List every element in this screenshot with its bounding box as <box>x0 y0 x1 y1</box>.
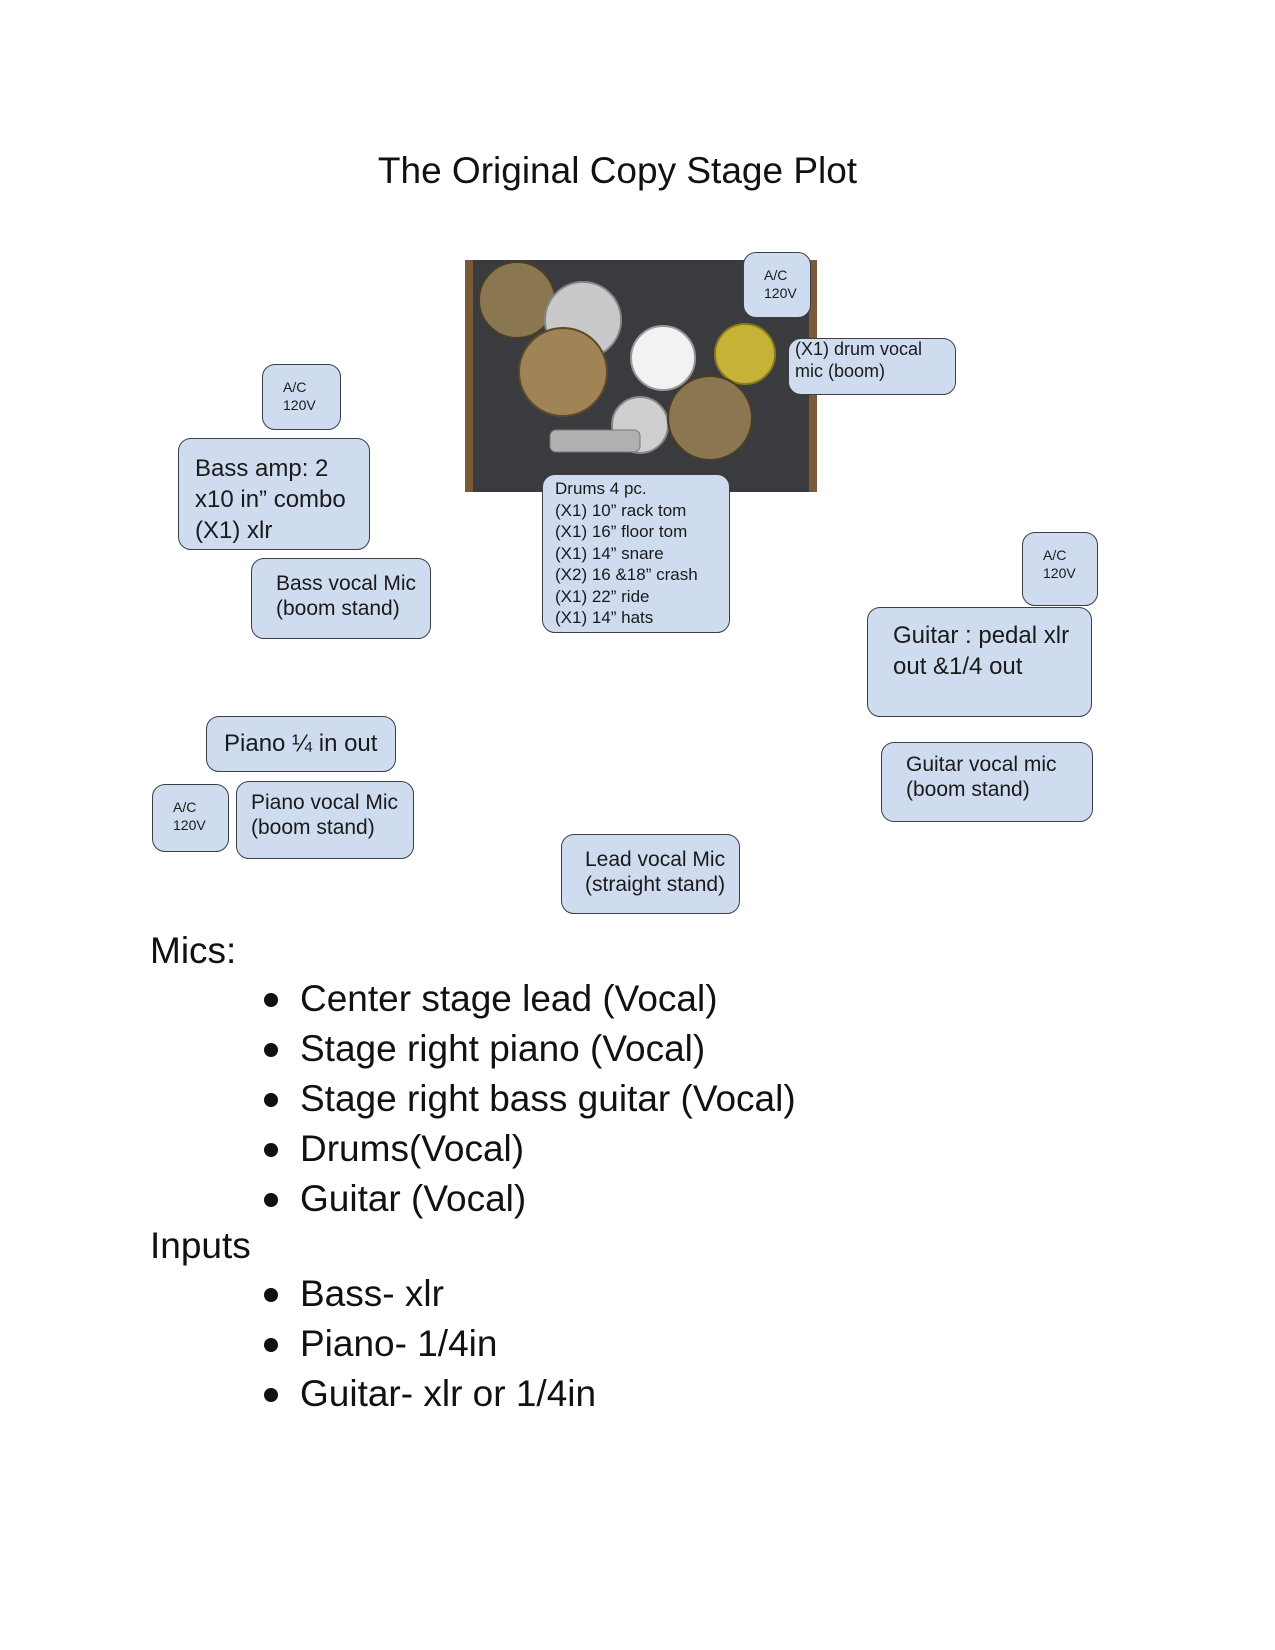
list-item: Drums(Vocal) <box>258 1124 796 1174</box>
drums-box: Drums 4 pc. (X1) 10” rack tom (X1) 16” f… <box>542 474 730 633</box>
inputs-heading: Inputs <box>150 1225 251 1266</box>
bass-vocal-mic-box: Bass vocal Mic (boom stand) <box>251 558 431 639</box>
bullet-icon <box>264 1193 278 1207</box>
drum-vocal-mic-box: (X1) drum vocal mic (boom) <box>788 338 956 395</box>
list-item: Stage right piano (Vocal) <box>258 1024 796 1074</box>
piano-out-box: Piano ¼ in out <box>206 716 396 772</box>
guitar-pedal-box: Guitar : pedal xlr out &1/4 out <box>867 607 1092 717</box>
list-item: Bass- xlr <box>258 1269 596 1319</box>
lead-vocal-mic-box: Lead vocal Mic (straight stand) <box>561 834 740 914</box>
bass-amp-box: Bass amp: 2 x10 in” combo (X1) xlr <box>178 438 370 550</box>
mics-heading: Mics: <box>150 930 237 971</box>
ac-power-bass: A/C 120V <box>262 364 341 430</box>
ac-power-drums: A/C 120V <box>743 252 811 318</box>
list-item: Piano- 1/4in <box>258 1319 596 1369</box>
guitar-vocal-mic-box: Guitar vocal mic (boom stand) <box>881 742 1093 822</box>
bullet-icon <box>264 1388 278 1402</box>
list-item: Guitar (Vocal) <box>258 1174 796 1224</box>
ac-power-piano: A/C 120V <box>152 784 229 852</box>
list-item: Guitar- xlr or 1/4in <box>258 1369 596 1419</box>
bullet-icon <box>264 1338 278 1352</box>
ac-power-guitar: A/C 120V <box>1022 532 1098 606</box>
bullet-icon <box>264 993 278 1007</box>
drum-kit-icon <box>478 261 776 461</box>
page-title: The Original Copy Stage Plot <box>377 150 858 191</box>
list-item: Center stage lead (Vocal) <box>258 974 796 1024</box>
bullet-icon <box>264 1093 278 1107</box>
bullet-icon <box>264 1288 278 1302</box>
inputs-list: Bass- xlr Piano- 1/4in Guitar- xlr or 1/… <box>258 1269 596 1419</box>
piano-vocal-mic-box: Piano vocal Mic (boom stand) <box>236 781 414 859</box>
bullet-icon <box>264 1143 278 1157</box>
bullet-icon <box>264 1043 278 1057</box>
list-item: Stage right bass guitar (Vocal) <box>258 1074 796 1124</box>
mics-list: Center stage lead (Vocal) Stage right pi… <box>258 974 796 1224</box>
